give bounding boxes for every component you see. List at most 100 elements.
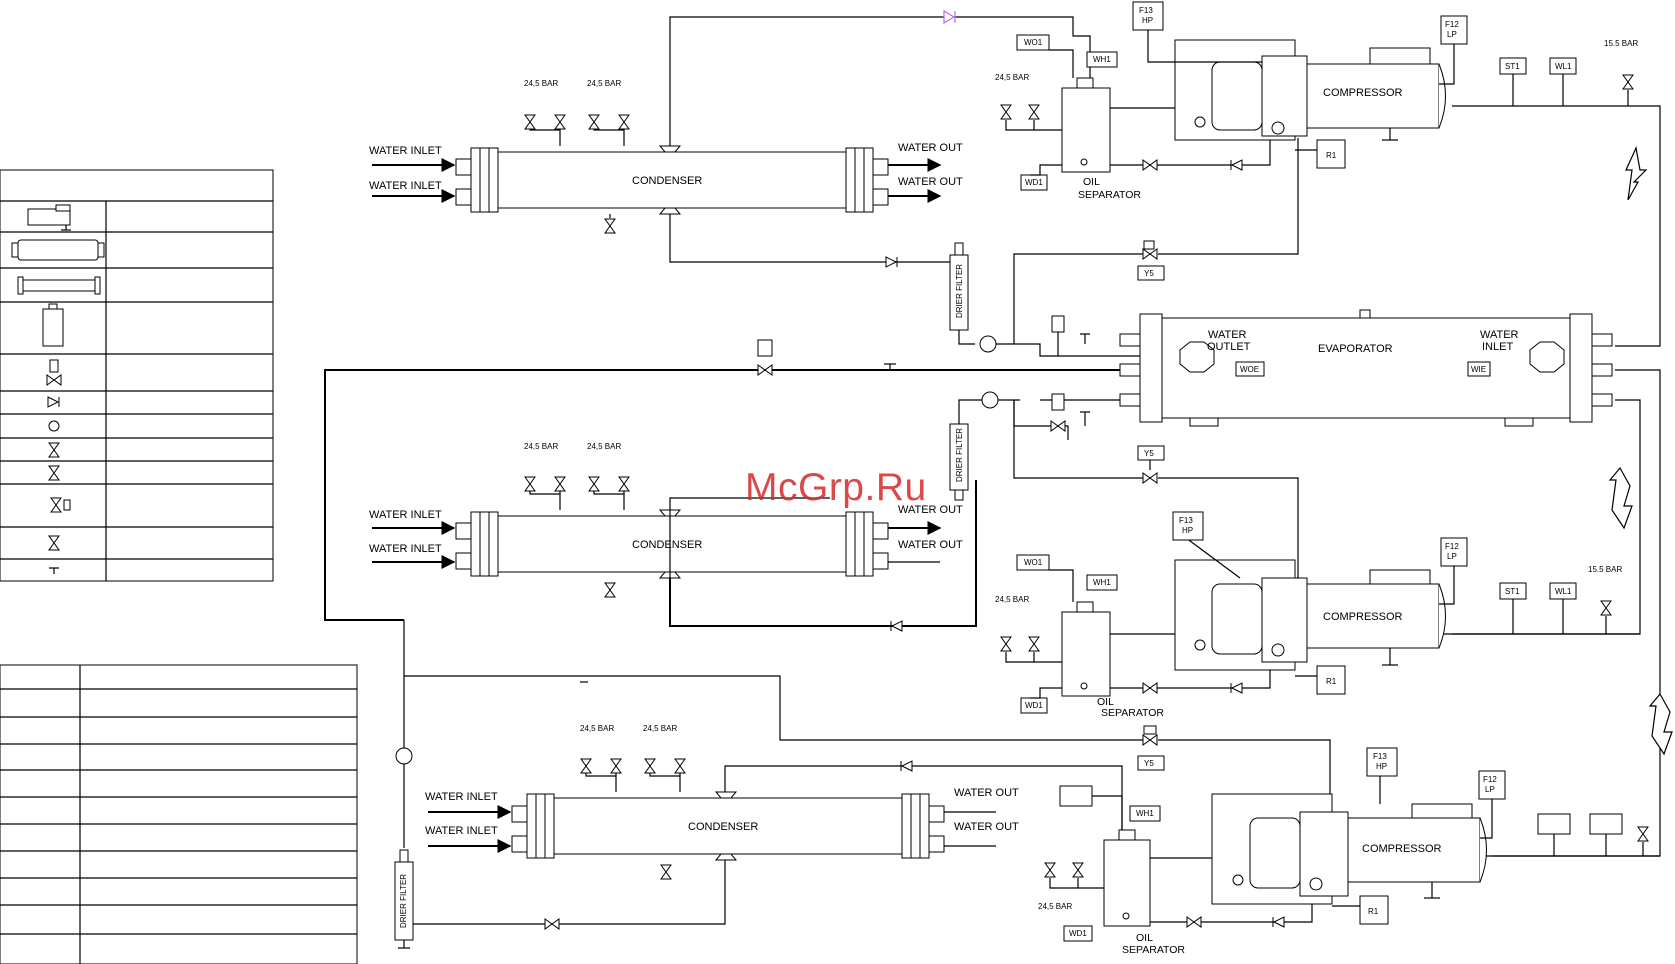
relief-pressure-label: 24,5 BAR — [587, 79, 621, 88]
svg-text:F13: F13 — [1373, 752, 1387, 761]
svg-text:WD1: WD1 — [1025, 701, 1043, 710]
sight-glass-icon — [395, 747, 413, 765]
svg-text:CONDENSER: CONDENSER — [632, 539, 702, 551]
evaporator: WATER OUTLET EVAPORATOR WATER INLET WOE … — [1119, 309, 1613, 427]
compressor-2: COMPRESSOR — [1174, 559, 1446, 671]
svg-text:24,5 BAR: 24,5 BAR — [995, 73, 1029, 82]
svg-text:COMPRESSOR: COMPRESSOR — [1362, 843, 1442, 855]
circuit-1: CONDENSER WATER INLET WATER INLET WATER … — [369, 1, 1661, 357]
manual-valve-icon — [1186, 916, 1202, 928]
svg-text:Y5: Y5 — [1144, 269, 1154, 278]
svg-text:SEPARATOR: SEPARATOR — [1078, 189, 1141, 201]
flow-arrow-down-icon — [1648, 692, 1673, 756]
solenoid-valve-icon — [1142, 248, 1158, 260]
svg-text:15.5 BAR: 15.5 BAR — [1604, 39, 1638, 48]
svg-text:CONDENSER: CONDENSER — [688, 821, 758, 833]
oil-separator-3: OIL SEPARATOR — [1103, 829, 1185, 956]
relief-pressure-label: 24,5 BAR — [524, 79, 558, 88]
svg-text:24,5 BAR: 24,5 BAR — [580, 724, 614, 733]
relief-valve-group: 24,5 BAR 24,5 BAR — [524, 79, 630, 146]
water-inlet-label: WATER INLET — [369, 180, 442, 192]
svg-text:COMPRESSOR: COMPRESSOR — [1323, 87, 1403, 99]
svg-text:WH1: WH1 — [1136, 809, 1154, 818]
expansion-valve-icon — [1051, 315, 1065, 333]
drier-filter-2: DRIER FILTER — [949, 423, 969, 501]
check-valve-icon — [1272, 916, 1285, 928]
svg-text:F12: F12 — [1445, 20, 1459, 29]
legend-sight-glass-icon — [48, 420, 60, 432]
drier-filter-1: DRIER FILTER — [949, 242, 969, 331]
water-out-label: WATER OUT — [898, 176, 963, 188]
svg-text:OIL: OIL — [1136, 932, 1153, 944]
svg-text:24,5 BAR: 24,5 BAR — [995, 595, 1029, 604]
svg-text:WO1: WO1 — [1024, 38, 1043, 47]
condenser-1: CONDENSER — [455, 145, 889, 215]
svg-text:F12: F12 — [1483, 775, 1497, 784]
placeholder-tag-box — [1537, 813, 1571, 835]
svg-text:WO1: WO1 — [1024, 558, 1043, 567]
svg-text:WATER OUT: WATER OUT — [954, 787, 1019, 799]
water-out-label: WATER OUT — [898, 142, 963, 154]
svg-text:WATER: WATER — [1480, 329, 1519, 341]
svg-text:WD1: WD1 — [1069, 929, 1087, 938]
drier-filter-3: DRIER FILTER — [394, 849, 414, 949]
svg-text:EVAPORATOR: EVAPORATOR — [1318, 343, 1393, 355]
flow-arrow-down-icon — [1608, 466, 1633, 530]
svg-text:WD1: WD1 — [1025, 178, 1043, 187]
svg-text:24,5 BAR: 24,5 BAR — [587, 442, 621, 451]
svg-text:OIL: OIL — [1097, 696, 1114, 708]
sight-glass-icon — [981, 391, 999, 409]
check-valve-icon — [900, 760, 913, 772]
svg-text:OUTLET: OUTLET — [1207, 341, 1251, 353]
placeholder-tag-box — [1589, 813, 1623, 835]
svg-text:DRIER FILTER: DRIER FILTER — [399, 874, 408, 928]
svg-text:COMPRESSOR: COMPRESSOR — [1323, 611, 1403, 623]
svg-text:LP: LP — [1447, 552, 1457, 561]
check-valve-icon — [885, 256, 898, 268]
svg-text:24,5 BAR: 24,5 BAR — [524, 442, 558, 451]
svg-text:WH1: WH1 — [1093, 55, 1111, 64]
solenoid-valve-icon — [1142, 472, 1158, 484]
svg-text:HP: HP — [1376, 762, 1387, 771]
svg-text:HP: HP — [1142, 16, 1153, 25]
legend-evaporator-icon — [11, 239, 105, 261]
oil-separator-2: OIL SEPARATOR — [1061, 601, 1164, 719]
svg-text:OIL: OIL — [1083, 176, 1100, 188]
check-valve-icon — [1230, 682, 1243, 694]
svg-text:DRIER FILTER: DRIER FILTER — [955, 428, 964, 482]
expansion-valve-icon — [757, 339, 773, 357]
svg-text:ST1: ST1 — [1505, 62, 1520, 71]
legend-solenoid-valve-icon — [50, 497, 71, 513]
water-inlet-label: WATER INLET — [369, 145, 442, 157]
svg-text:LP: LP — [1485, 785, 1495, 794]
svg-text:24,5 BAR: 24,5 BAR — [643, 724, 677, 733]
manual-valve-icon — [1142, 682, 1158, 694]
svg-text:WL1: WL1 — [1555, 62, 1572, 71]
svg-text:WATER INLET: WATER INLET — [369, 509, 442, 521]
svg-text:ST1: ST1 — [1505, 587, 1520, 596]
svg-text:WATER OUT: WATER OUT — [954, 821, 1019, 833]
svg-text:24,5 BAR: 24,5 BAR — [1038, 902, 1072, 911]
compressor-1: COMPRESSOR — [1174, 39, 1446, 141]
condenser-3: CONDENSER — [511, 791, 945, 861]
svg-text:DRIER FILTER: DRIER FILTER — [955, 264, 964, 318]
check-valve-icon — [890, 620, 903, 632]
svg-text:15.5 BAR: 15.5 BAR — [1588, 565, 1622, 574]
svg-text:WOE: WOE — [1240, 365, 1259, 374]
manual-valve-icon — [544, 918, 560, 930]
legend-expansion-valve-icon — [46, 359, 62, 386]
expansion-valve-icon — [1051, 393, 1065, 411]
svg-text:WATER: WATER — [1208, 329, 1247, 341]
condenser-label: CONDENSER — [632, 175, 702, 187]
svg-text:R1: R1 — [1326, 151, 1337, 160]
svg-text:LP: LP — [1447, 30, 1457, 39]
legend-table-symbols — [0, 169, 274, 582]
svg-text:F13: F13 — [1179, 516, 1193, 525]
manual-valve-icon — [1142, 159, 1158, 171]
svg-text:Y5: Y5 — [1144, 759, 1154, 768]
svg-text:WATER INLET: WATER INLET — [369, 543, 442, 555]
svg-text:WATER OUT: WATER OUT — [898, 539, 963, 551]
svg-text:WATER INLET: WATER INLET — [425, 791, 498, 803]
circuit-3: Y5 DRIER FILTER CONDENSER WATER INLET WA… — [394, 620, 1660, 956]
